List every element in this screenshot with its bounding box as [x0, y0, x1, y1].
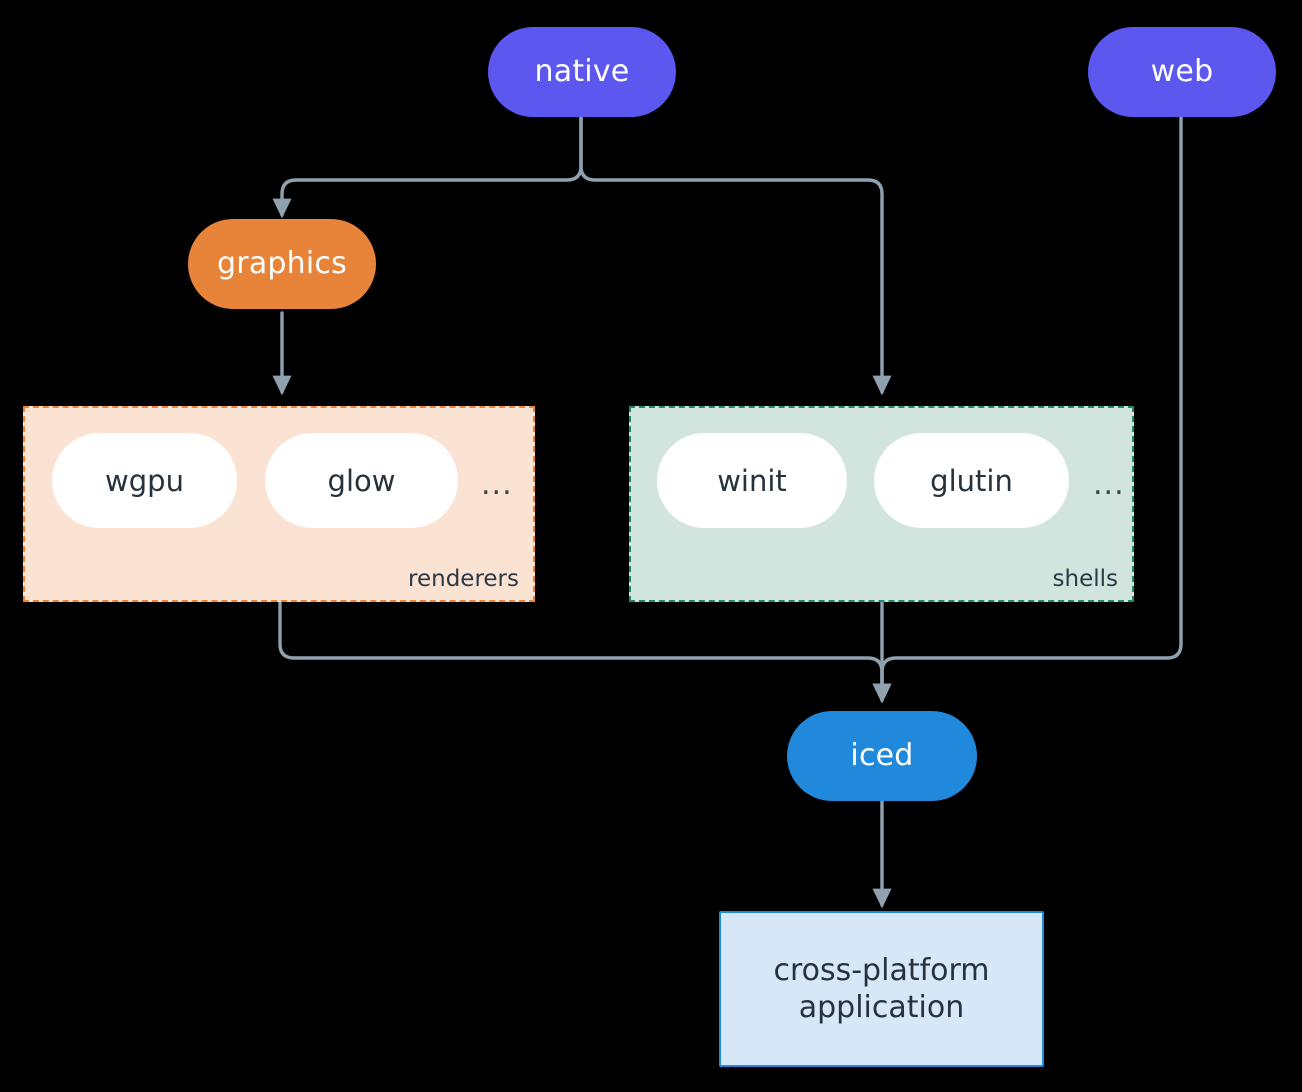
leaf-wgpu[interactable]: wgpu	[52, 433, 237, 528]
cluster-renderers-label: renderers	[408, 566, 519, 592]
leaf-glutin[interactable]: glutin	[874, 433, 1069, 528]
leaf-glow-label: glow	[327, 463, 396, 498]
renderers-overflow-ellipsis: ...	[481, 467, 513, 502]
cluster-renderers: wgpu glow ... renderers	[23, 406, 535, 602]
leaf-wgpu-label: wgpu	[105, 463, 184, 498]
cluster-shells: winit glutin ... shells	[629, 406, 1134, 602]
node-graphics-label: graphics	[217, 246, 347, 282]
leaf-winit-label: winit	[717, 463, 787, 498]
application-label-line2: application	[798, 990, 965, 1025]
edge-renderers-to-iced	[278, 600, 892, 704]
leaf-glutin-label: glutin	[930, 463, 1013, 498]
application-label-line1: cross-platform	[773, 952, 990, 988]
node-graphics[interactable]: graphics	[188, 219, 376, 309]
node-iced[interactable]: iced	[787, 711, 977, 801]
cluster-shells-label: shells	[1052, 566, 1118, 592]
node-web-label: web	[1150, 54, 1214, 90]
node-web[interactable]: web	[1088, 27, 1276, 117]
shells-overflow-ellipsis: ...	[1093, 467, 1125, 502]
node-native[interactable]: native	[488, 27, 676, 117]
edge-native-to-shells	[579, 115, 892, 396]
leaf-glow[interactable]: glow	[265, 433, 458, 528]
node-native-label: native	[534, 54, 630, 90]
edge-native-to-graphics	[272, 115, 583, 219]
leaf-winit[interactable]: winit	[657, 433, 847, 528]
node-cross-platform-application[interactable]: cross-platform application	[719, 911, 1044, 1067]
node-iced-label: iced	[850, 738, 914, 774]
